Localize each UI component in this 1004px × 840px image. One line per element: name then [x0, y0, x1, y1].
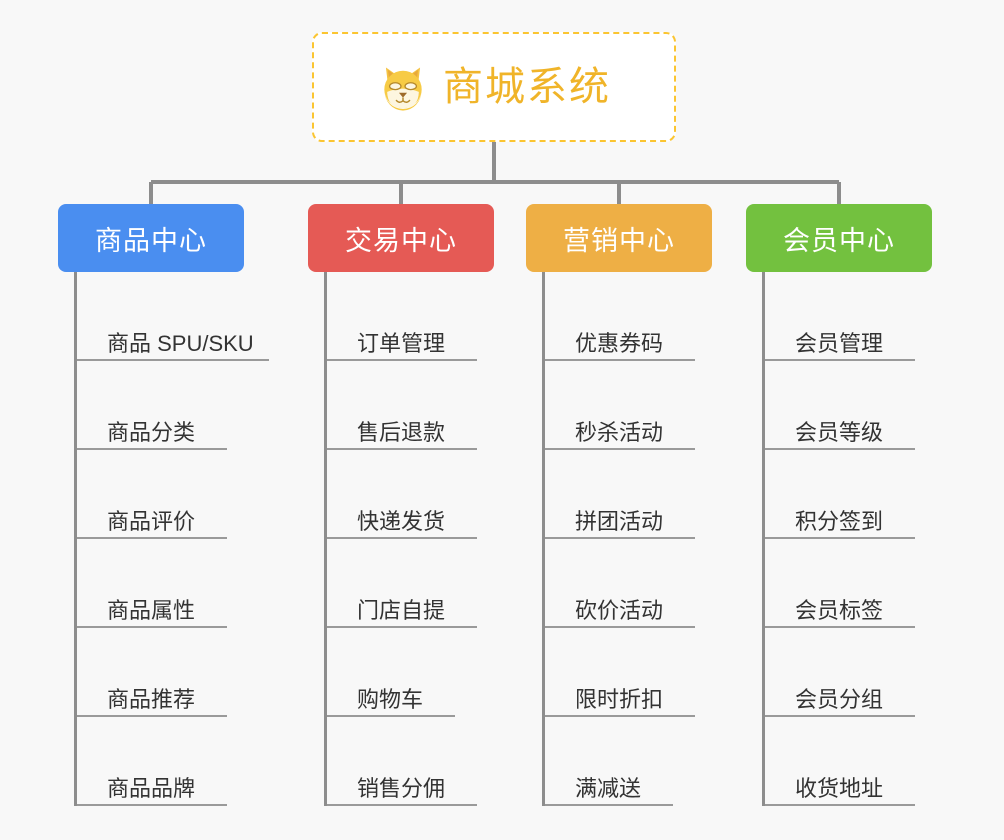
branch-column-product-center: 商品中心商品 SPU/SKU 商品分类商品评价商品属性商品推荐商品品牌 — [58, 204, 278, 806]
leaf-item-rule — [765, 537, 915, 539]
category-box-marketing-center[interactable]: 营销中心 — [526, 204, 712, 272]
shiba-dog-face-icon — [384, 67, 422, 111]
leaf-item-rule — [765, 448, 915, 450]
leaf-list-product-center: 商品 SPU/SKU 商品分类商品评价商品属性商品推荐商品品牌 — [74, 272, 278, 806]
leaf-item[interactable]: 会员等级 — [765, 361, 966, 450]
leaf-item-rule — [77, 715, 227, 717]
leaf-item-rule — [765, 359, 915, 361]
leaf-item-rule — [77, 448, 227, 450]
leaf-item-label: 会员分组 — [795, 686, 884, 712]
leaf-item-rule — [545, 537, 695, 539]
leaf-item-rule — [545, 448, 695, 450]
leaf-item-rule — [327, 359, 477, 361]
leaf-item-label: 快递发货 — [357, 508, 446, 534]
category-box-product-center[interactable]: 商品中心 — [58, 204, 244, 272]
leaf-item[interactable]: 售后退款 — [327, 361, 528, 450]
leaf-item[interactable]: 商品属性 — [77, 539, 278, 628]
leaf-item-label: 售后退款 — [357, 419, 446, 445]
root-title: 商城系统 — [443, 65, 611, 109]
leaf-list-member-center: 会员管理会员等级积分签到会员标签会员分组收货地址 — [762, 272, 966, 806]
leaf-item-rule — [327, 537, 477, 539]
leaf-item-rule — [327, 448, 477, 450]
leaf-item[interactable]: 商品评价 — [77, 450, 278, 539]
leaf-item-rule — [327, 626, 477, 628]
leaf-list-trade-center: 订单管理售后退款快递发货门店自提购物车销售分佣 — [324, 272, 528, 806]
leaf-list-marketing-center: 优惠券码秒杀活动拼团活动砍价活动限时折扣满减送 — [542, 272, 746, 806]
leaf-item[interactable]: 拼团活动 — [545, 450, 746, 539]
leaf-item[interactable]: 购物车 — [327, 628, 528, 717]
category-box-trade-center[interactable]: 交易中心 — [308, 204, 494, 272]
leaf-item[interactable]: 商品 SPU/SKU — [77, 272, 278, 361]
leaf-item-rule — [77, 626, 227, 628]
leaf-item-label: 优惠券码 — [575, 330, 664, 356]
leaf-item-rule — [77, 804, 227, 806]
leaf-item[interactable]: 满减送 — [545, 717, 746, 806]
leaf-item-label: 限时折扣 — [575, 686, 664, 712]
leaf-item-rule — [545, 359, 695, 361]
leaf-item-rule — [545, 804, 673, 806]
leaf-item-rule — [327, 804, 477, 806]
leaf-item-label: 购物车 — [357, 686, 424, 712]
leaf-item[interactable]: 优惠券码 — [545, 272, 746, 361]
leaf-item-label: 商品 SPU/SKU — [107, 330, 254, 356]
leaf-item[interactable]: 秒杀活动 — [545, 361, 746, 450]
leaf-item-label: 拼团活动 — [575, 508, 664, 534]
leaf-item-label: 收货地址 — [795, 775, 884, 801]
leaf-item-label: 满减送 — [575, 775, 642, 801]
leaf-item-label: 会员等级 — [795, 419, 884, 445]
leaf-item-label: 秒杀活动 — [575, 419, 664, 445]
category-box-member-center[interactable]: 会员中心 — [746, 204, 932, 272]
leaf-item-label: 销售分佣 — [357, 775, 446, 801]
leaf-item-label: 会员标签 — [795, 597, 884, 623]
leaf-item-rule — [765, 715, 915, 717]
leaf-item-label: 订单管理 — [357, 330, 446, 356]
leaf-item-label: 积分签到 — [795, 508, 884, 534]
leaf-item-label: 商品分类 — [107, 419, 196, 445]
leaf-item-label: 商品评价 — [107, 508, 196, 534]
branch-column-member-center: 会员中心会员管理会员等级积分签到会员标签会员分组收货地址 — [746, 204, 966, 806]
leaf-item[interactable]: 商品推荐 — [77, 628, 278, 717]
leaf-item[interactable]: 门店自提 — [327, 539, 528, 628]
leaf-item-rule — [545, 715, 695, 717]
leaf-item-rule — [545, 626, 695, 628]
root-node[interactable]: 商城系统 — [312, 32, 676, 142]
leaf-item-label: 商品属性 — [107, 597, 196, 623]
leaf-item[interactable]: 积分签到 — [765, 450, 966, 539]
leaf-item[interactable]: 限时折扣 — [545, 628, 746, 717]
leaf-item[interactable]: 销售分佣 — [327, 717, 528, 806]
leaf-item[interactable]: 会员标签 — [765, 539, 966, 628]
branch-column-trade-center: 交易中心订单管理售后退款快递发货门店自提购物车销售分佣 — [308, 204, 528, 806]
leaf-item-rule — [77, 537, 227, 539]
leaf-item-label: 砍价活动 — [575, 597, 664, 623]
leaf-item[interactable]: 商品分类 — [77, 361, 278, 450]
leaf-item[interactable]: 会员管理 — [765, 272, 966, 361]
leaf-item[interactable]: 砍价活动 — [545, 539, 746, 628]
branch-column-marketing-center: 营销中心优惠券码秒杀活动拼团活动砍价活动限时折扣满减送 — [526, 204, 746, 806]
leaf-item-label: 会员管理 — [795, 330, 884, 356]
leaf-item-label: 门店自提 — [357, 597, 446, 623]
leaf-item[interactable]: 订单管理 — [327, 272, 528, 361]
leaf-item[interactable]: 快递发货 — [327, 450, 528, 539]
leaf-item-rule — [327, 715, 455, 717]
leaf-item-label: 商品品牌 — [107, 775, 196, 801]
leaf-item-rule — [77, 359, 269, 361]
leaf-item[interactable]: 商品品牌 — [77, 717, 278, 806]
leaf-item-rule — [765, 804, 915, 806]
leaf-item-rule — [765, 626, 915, 628]
leaf-item[interactable]: 会员分组 — [765, 628, 966, 717]
leaf-item[interactable]: 收货地址 — [765, 717, 966, 806]
leaf-item-label: 商品推荐 — [107, 686, 196, 712]
